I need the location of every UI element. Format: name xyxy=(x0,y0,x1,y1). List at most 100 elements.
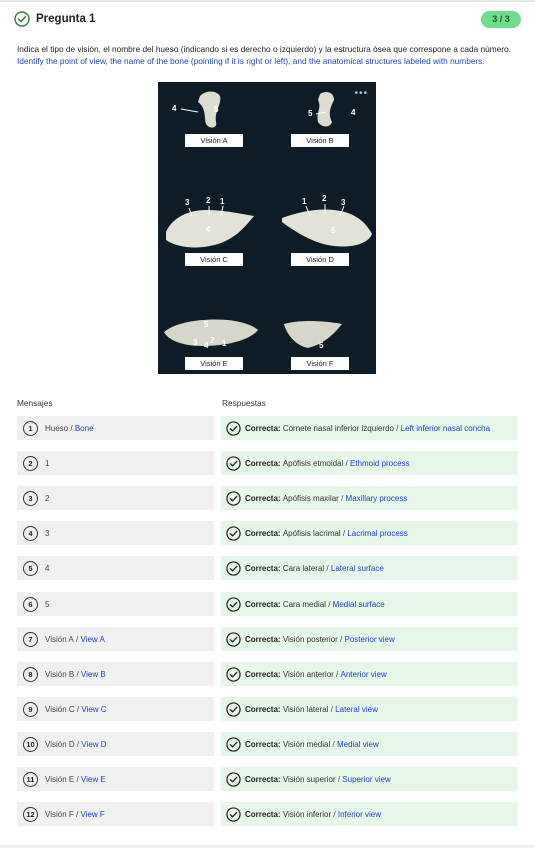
message-text-en: View A xyxy=(80,634,105,644)
message-separator: / xyxy=(74,670,81,679)
question-header: Pregunta 1 3 / 3 xyxy=(14,8,521,30)
answer-row: Correcta: Visión medial / Medial view xyxy=(221,732,518,756)
answer-row: Correcta: Cornete nasal inferior izquier… xyxy=(221,416,518,440)
bone-views-image: ••• 4 5 5 4 3 2 1 4 1 2 3 5 5 3 4 2 1 5 … xyxy=(158,82,376,374)
separator-text: / xyxy=(76,809,79,819)
answer-text-es: Visión lateral xyxy=(282,704,329,714)
message-number-badge: 1 xyxy=(23,420,38,436)
answer-text-en: Left inferior nasal concha xyxy=(400,423,491,433)
message-text-es: Visión F xyxy=(45,809,74,819)
view-d-caption: Visión D xyxy=(291,253,349,266)
answer-separator: / xyxy=(338,635,345,644)
view-e-label-5: 5 xyxy=(204,320,209,329)
bone-view-d-shape xyxy=(282,209,372,247)
message-number-badge: 10 xyxy=(23,736,38,752)
correct-label: Correcta: xyxy=(245,599,281,609)
answer-separator: / xyxy=(328,705,335,714)
separator-text: / xyxy=(328,599,331,609)
view-b-label-5: 5 xyxy=(308,109,313,118)
separator-text: / xyxy=(76,634,79,644)
separator-text: / xyxy=(396,423,399,433)
view-e-caption: Visión E xyxy=(185,357,243,370)
separator-text: / xyxy=(330,704,333,714)
correct-label: Correcta: xyxy=(245,704,281,714)
image-menu-icon[interactable]: ••• xyxy=(354,88,368,99)
top-divider xyxy=(0,0,535,2)
view-a-label-5: 5 xyxy=(214,105,219,114)
answer-separator: / xyxy=(339,494,346,503)
separator-text: / xyxy=(76,739,80,749)
bone-view-a-shape xyxy=(198,91,221,128)
message-separator: / xyxy=(74,810,81,819)
message-text-es: Visión D xyxy=(45,739,75,749)
message-separator: / xyxy=(74,635,81,644)
correct-label: Correcta: xyxy=(245,423,281,433)
separator-text: / xyxy=(345,458,348,468)
answer-text-es: Visión inferior xyxy=(282,809,332,819)
answer-text-es: Cara medial xyxy=(282,599,326,609)
separator-text: / xyxy=(76,669,79,679)
check-circle-icon xyxy=(226,631,241,647)
view-c-caption: Visión C xyxy=(185,253,243,266)
answer-separator: / xyxy=(334,670,341,679)
view-c-label-3: 3 xyxy=(185,198,190,207)
view-c-label-1: 1 xyxy=(220,197,225,206)
view-d-label-2: 2 xyxy=(322,194,327,203)
message-number-badge: 9 xyxy=(23,701,38,717)
separator-text: / xyxy=(76,704,80,714)
separator-text: / xyxy=(332,739,335,749)
answer-row: Correcta: Cara lateral / Lateral surface xyxy=(221,556,518,580)
message-number-badge: 2 xyxy=(23,455,38,471)
answer-text-es: Apófisis etmoidal xyxy=(282,458,344,468)
correct-label: Correcta: xyxy=(245,774,281,784)
separator-text: / xyxy=(340,634,343,644)
answer-text-es: Visión posterior xyxy=(282,634,338,644)
bone-view-c-shape xyxy=(166,210,254,248)
answer-text-en: Lateral view xyxy=(335,704,378,714)
message-separator: / xyxy=(74,775,81,784)
answer-text-es: Apófisis maxilar xyxy=(282,493,339,503)
check-circle-icon xyxy=(226,596,241,612)
check-circle-icon xyxy=(226,666,241,682)
check-circle-icon xyxy=(226,490,241,506)
answer-separator: / xyxy=(326,600,333,609)
answer-text-es: Visión medial xyxy=(282,739,331,749)
answers-column-header: Respuestas xyxy=(222,398,266,408)
message-text-es: 3 xyxy=(45,528,50,538)
bone-view-f-shape xyxy=(284,321,342,348)
messages-column-header: Mensajes xyxy=(17,398,53,408)
answer-text-es: Visión superior xyxy=(282,774,336,784)
message-text-es: 5 xyxy=(45,599,50,609)
message-separator: / xyxy=(68,424,75,433)
question-title: Pregunta 1 xyxy=(36,13,96,25)
correct-label: Correcta: xyxy=(245,669,281,679)
answer-row: Correcta: Visión inferior / Inferior vie… xyxy=(221,802,518,826)
view-d-label-5: 5 xyxy=(331,226,336,235)
correct-label: Correcta: xyxy=(245,809,281,819)
message-text-es: 4 xyxy=(45,563,50,573)
check-circle-icon xyxy=(226,560,241,576)
message-number-badge: 4 xyxy=(23,525,38,541)
separator-text: / xyxy=(337,774,341,784)
view-f-caption: Visión F xyxy=(291,357,349,370)
answer-row: Correcta: Apófisis lacrimal / Lacrimal p… xyxy=(221,521,518,545)
correct-label: Correcta: xyxy=(245,634,281,644)
answer-text-en: Anterior view xyxy=(340,669,387,679)
message-number-badge: 6 xyxy=(23,596,38,612)
view-e-label-3: 3 xyxy=(193,338,198,347)
answer-separator: / xyxy=(341,529,348,538)
check-circle-icon xyxy=(226,701,241,717)
view-a-caption: Visión A xyxy=(185,134,243,147)
answer-text-en: Medial view xyxy=(336,739,379,749)
view-e-label-4: 4 xyxy=(204,341,209,350)
answer-text-en: Lacrimal process xyxy=(347,528,408,538)
instructions-english: Identify the point of view, the name of … xyxy=(17,56,485,66)
